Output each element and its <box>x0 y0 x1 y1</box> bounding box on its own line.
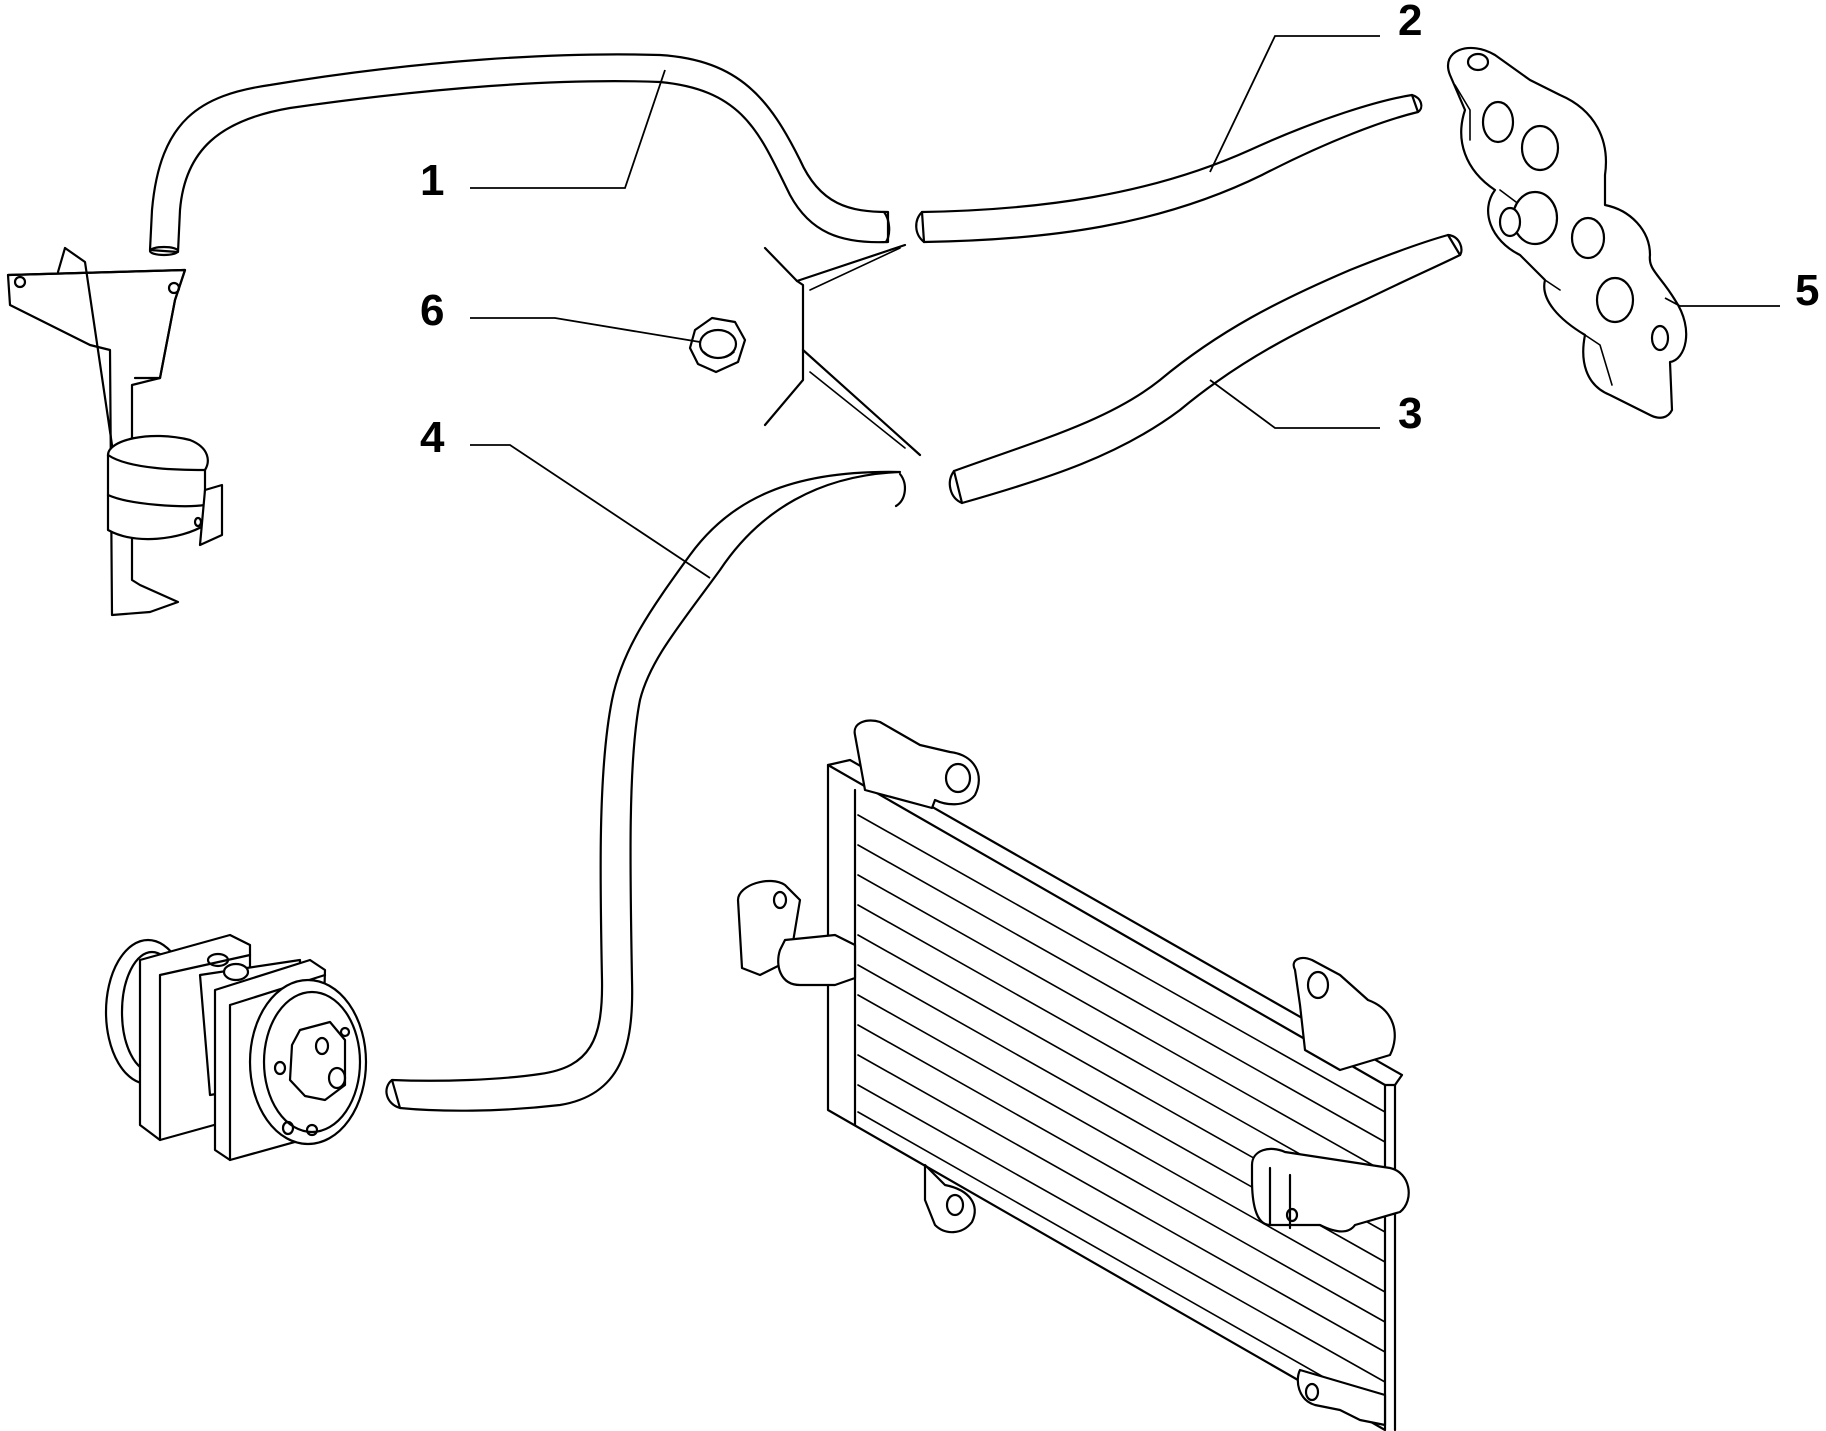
callout-4: 4 <box>420 413 445 462</box>
callout-1: 1 <box>420 156 444 205</box>
hose-2 <box>915 93 1423 244</box>
callout-3: 3 <box>1398 389 1422 438</box>
callout-labels: 1 2 3 4 5 6 <box>420 0 1819 462</box>
connection-lines <box>763 243 922 457</box>
hose-3 <box>948 233 1463 505</box>
condenser <box>736 719 1410 1431</box>
callout-2: 2 <box>1398 0 1422 45</box>
hose-4 <box>385 470 906 1112</box>
hose-1 <box>148 53 891 257</box>
leader-5 <box>1664 297 1780 307</box>
leader-2 <box>1209 35 1380 173</box>
leader-lines <box>470 35 1780 579</box>
receiver-bracket <box>6 246 224 617</box>
callout-6: 6 <box>420 286 444 335</box>
callout-5: 5 <box>1795 266 1819 315</box>
leader-4 <box>470 444 711 579</box>
flange-plate-5 <box>1447 46 1688 419</box>
leader-6 <box>470 317 701 343</box>
leader-3 <box>1209 379 1380 429</box>
compressor <box>104 933 368 1162</box>
leader-1 <box>470 69 666 189</box>
nut-6 <box>688 316 747 374</box>
